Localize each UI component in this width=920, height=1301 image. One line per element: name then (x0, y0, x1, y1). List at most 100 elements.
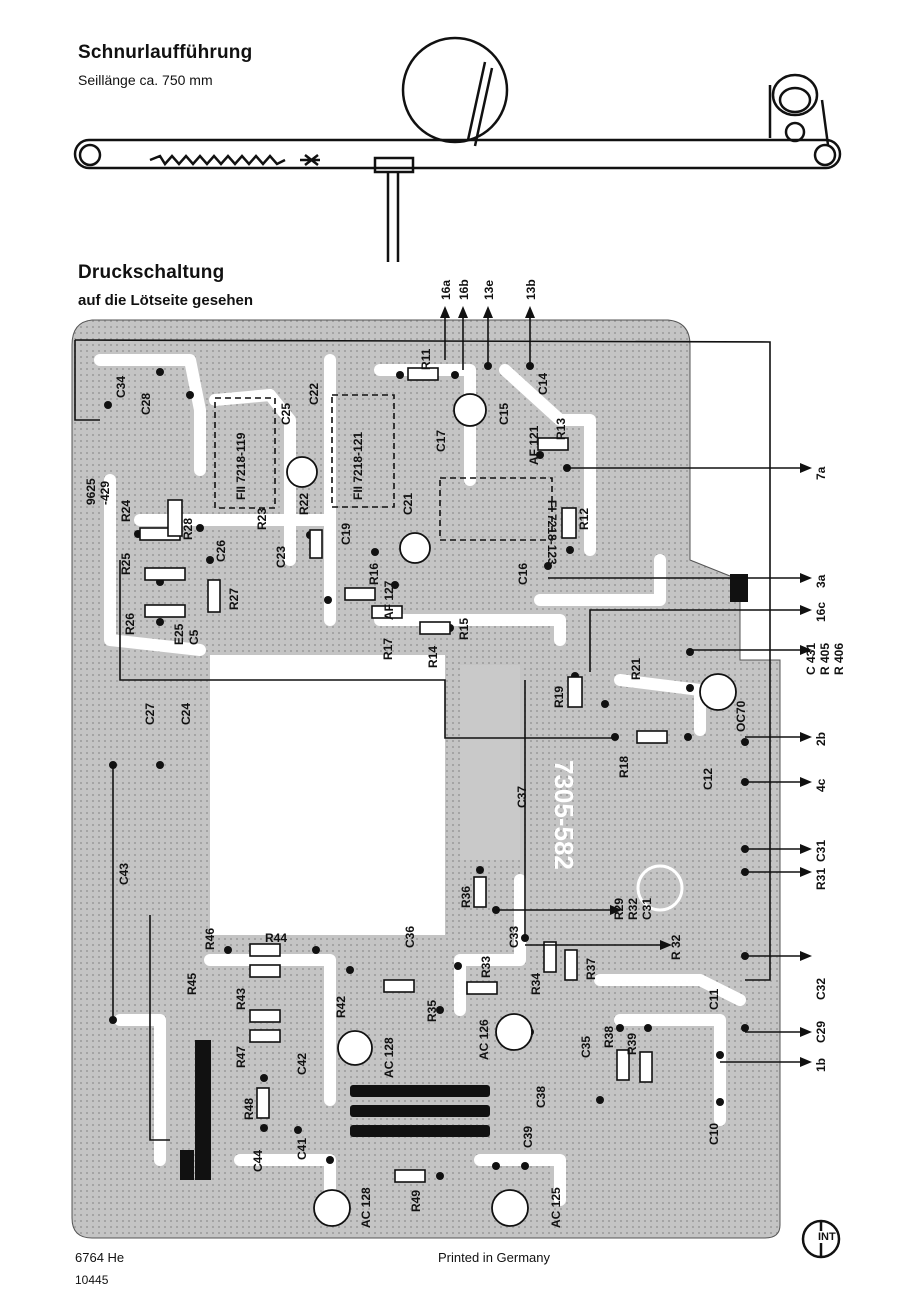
component-label: R33 (479, 956, 493, 978)
module-label: FII 7218-121 (351, 432, 365, 500)
component-label: OC70 (734, 700, 748, 732)
terminal-label: R 406 (832, 643, 846, 675)
component-label: R45 (185, 973, 199, 995)
terminal-label: 2b (814, 732, 828, 746)
module-label: FII 7218-119 (234, 432, 248, 500)
component-label: C23 (274, 546, 288, 568)
component-label: R13 (554, 418, 568, 440)
terminal-label: R32 (626, 898, 640, 920)
component-label: C22 (307, 383, 321, 405)
terminal-label: C32 (814, 978, 828, 1000)
component-label: R38 (602, 1026, 616, 1048)
footer-printed: Printed in Germany (438, 1250, 550, 1265)
component-label: R21 (629, 658, 643, 680)
component-label: R48 (242, 1098, 256, 1120)
component-label: R39 (625, 1033, 639, 1055)
terminal-label: 4c (814, 778, 828, 792)
component-label: C5 (187, 629, 201, 645)
footer-number: 10445 (75, 1273, 109, 1287)
component-label: R17 (381, 638, 395, 660)
cord-routing-diagram (73, 36, 842, 262)
component-label: R46 (203, 928, 217, 950)
component-label: C41 (295, 1138, 309, 1160)
component-label: C11 (707, 988, 721, 1010)
component-label: R27 (227, 588, 241, 610)
component-label: R49 (409, 1190, 423, 1212)
component-label: R26 (123, 613, 137, 635)
terminal-label: R 32 (669, 934, 683, 960)
component-label: AF 121 (527, 425, 541, 465)
terminal-label: 13e (482, 280, 496, 300)
component-label: AF 127 (382, 580, 396, 620)
board-subtitle: auf die Lötseite gesehen (78, 292, 254, 309)
component-label: R16 (367, 563, 381, 585)
component-label: R12 (577, 508, 591, 530)
component-label: R24 (119, 500, 133, 522)
component-label: R37 (584, 958, 598, 980)
component-label: R25 (119, 553, 133, 575)
component-label: AC 128 (359, 1187, 373, 1228)
component-label: C44 (251, 1150, 265, 1172)
component-label: R18 (617, 756, 631, 778)
component-label: C35 (579, 1036, 593, 1058)
component-label: R11 (419, 348, 433, 370)
terminal-label: C31 (814, 840, 828, 862)
cord-subtitle: Seillänge ca. 750 mm (78, 72, 213, 88)
terminal-label: 16b (457, 279, 471, 300)
component-label: C26 (214, 540, 228, 562)
component-label: R34 (529, 973, 543, 995)
pcb-cutout (210, 655, 445, 935)
component-label: C10 (707, 1123, 721, 1145)
terminal-label: R29 (612, 898, 626, 920)
component-label: R19 (552, 686, 566, 708)
component-label: R22 (297, 493, 311, 515)
terminal-label: C31 (640, 898, 654, 920)
component-label: C17 (434, 430, 448, 452)
terminal-label: 7a (814, 466, 828, 480)
component-label: R15 (457, 618, 471, 640)
component-label: AC 125 (549, 1187, 563, 1228)
module-label: FI 7218-123 (545, 500, 559, 565)
component-label: R23 (255, 508, 269, 530)
int-logo: INT (800, 1218, 842, 1260)
int-logo-text: INT (818, 1231, 836, 1243)
right-terminal-labels: 7a 3a 16c C 431 R 405 R 406 2b 4c C31 R3… (612, 466, 846, 1072)
terminal-label: 16c (814, 602, 828, 622)
component-label: E25 (172, 623, 186, 645)
terminal-label: R 405 (818, 643, 832, 675)
component-label: C33 (507, 926, 521, 948)
component-label: C27 (143, 703, 157, 725)
connector-id: 9625 (84, 478, 98, 505)
terminal-label: 13b (524, 279, 538, 300)
component-label: C15 (497, 403, 511, 425)
board-title: Druckschaltung (78, 262, 225, 283)
component-label: C36 (403, 926, 417, 948)
footer-code: 6764 He (75, 1250, 125, 1265)
component-label: C43 (117, 863, 131, 885)
board-part-number: 7305-582 (549, 760, 579, 870)
component-label: R43 (234, 988, 248, 1010)
component-label: C12 (701, 768, 715, 790)
component-label: C16 (516, 563, 530, 585)
terminal-label: 16a (439, 280, 453, 300)
cord-title: Schnurlaufführung (78, 42, 253, 63)
component-label: R35 (425, 1000, 439, 1022)
component-label: C42 (295, 1053, 309, 1075)
component-label: AC 126 (477, 1019, 491, 1060)
component-label: C25 (279, 403, 293, 425)
component-label: C39 (521, 1126, 535, 1148)
component-label: R42 (334, 996, 348, 1018)
connector-id: -429 (98, 481, 112, 505)
component-label: C34 (114, 376, 128, 398)
component-label: R28 (181, 518, 195, 540)
terminal-label: C29 (814, 1021, 828, 1043)
component-label: AC 128 (382, 1037, 396, 1078)
component-label: R14 (426, 646, 440, 668)
terminal-label: C 431 (804, 643, 818, 675)
terminal-label: 1b (814, 1058, 828, 1072)
terminal-label: 3a (814, 574, 828, 588)
component-label: C28 (139, 393, 153, 415)
component-label: C37 (515, 786, 529, 808)
component-label: R47 (234, 1046, 248, 1068)
